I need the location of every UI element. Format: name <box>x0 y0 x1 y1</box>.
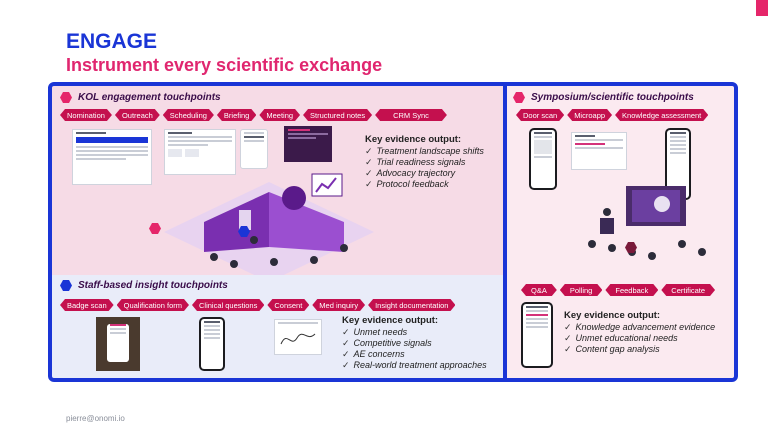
evidence-item: ✓Treatment landscape shifts <box>365 146 484 156</box>
symposium-header: Symposium/scientific touchpoints <box>513 92 694 103</box>
symposium-panel: Symposium/scientific touchpoints Door sc… <box>507 86 734 378</box>
hexagon-icon <box>149 223 161 234</box>
signature-icon <box>280 333 316 345</box>
staff-header: Staff-based insight touchpoints <box>60 280 228 291</box>
page-title: ENGAGE <box>66 30 158 53</box>
symposium-evidence-title: Key evidence output: <box>564 310 661 321</box>
hexagon-icon <box>513 92 525 103</box>
tag-crm-sync[interactable]: CRM Sync <box>375 109 447 121</box>
check-icon: ✓ <box>365 179 373 189</box>
kol-evidence: Key evidence output: ✓Treatment landscap… <box>365 134 484 190</box>
kol-tags: Nomination Outreach Scheduling Briefing … <box>60 109 447 121</box>
kol-header-label: KOL engagement touchpoints <box>78 92 221 103</box>
touchpoints-frame: KOL engagement touchpoints Nomination Ou… <box>48 82 738 382</box>
symposium-header-label: Symposium/scientific touchpoints <box>531 92 694 103</box>
tag-qualification-form[interactable]: Qualification form <box>117 299 189 311</box>
qa-phone <box>521 302 553 368</box>
check-icon: ✓ <box>342 349 350 359</box>
scheduling-screenshot <box>164 129 236 175</box>
tag-clinical-questions[interactable]: Clinical questions <box>192 299 264 311</box>
page-subtitle: Instrument every scientific exchange <box>66 55 383 75</box>
evidence-item: ✓Protocol feedback <box>365 179 449 189</box>
tag-microapp[interactable]: Microapp <box>567 109 612 121</box>
symposium-bottom-tags: Q&A Polling Feedback Certificate <box>521 284 715 296</box>
evidence-item: ✓AE concerns <box>342 349 405 359</box>
tag-structured-notes[interactable]: Structured notes <box>303 109 372 121</box>
evidence-item: ✓Unmet educational needs <box>564 333 678 343</box>
check-icon: ✓ <box>564 344 572 354</box>
kol-panel: KOL engagement touchpoints Nomination Ou… <box>52 86 503 286</box>
hexagon-icon <box>60 92 72 103</box>
tag-outreach[interactable]: Outreach <box>115 109 160 121</box>
tag-qa[interactable]: Q&A <box>521 284 557 296</box>
hexagon-icon <box>238 226 250 237</box>
badge-scan-photo <box>96 317 140 371</box>
evidence-item: ✓Real-world treatment approaches <box>342 360 487 370</box>
kol-evidence-title: Key evidence output: <box>365 134 462 145</box>
staff-evidence: Key evidence output: ✓Unmet needs ✓Compe… <box>342 315 487 371</box>
evidence-item: ✓Competitive signals <box>342 338 432 348</box>
qualification-form-phone <box>199 317 225 371</box>
tag-nomination[interactable]: Nomination <box>60 109 112 121</box>
kol-header: KOL engagement touchpoints <box>60 92 221 103</box>
evidence-item: ✓Knowledge advancement evidence <box>564 322 716 332</box>
check-icon: ✓ <box>365 146 373 156</box>
staff-header-label: Staff-based insight touchpoints <box>78 280 228 291</box>
tag-badge-scan[interactable]: Badge scan <box>60 299 114 311</box>
briefing-screenshot <box>240 129 268 169</box>
check-icon: ✓ <box>342 338 350 348</box>
tag-polling[interactable]: Polling <box>560 284 603 296</box>
crm-screenshot <box>72 129 152 185</box>
door-scan-phone <box>529 128 557 190</box>
symposium-evidence: Key evidence output: ✓Knowledge advancem… <box>564 310 715 355</box>
tag-certificate[interactable]: Certificate <box>661 284 715 296</box>
tag-feedback[interactable]: Feedback <box>605 284 658 296</box>
check-icon: ✓ <box>365 168 373 178</box>
tag-med-inquiry[interactable]: Med inquiry <box>312 299 365 311</box>
corner-accent <box>756 0 768 16</box>
tag-consent[interactable]: Consent <box>267 299 309 311</box>
staff-panel: Staff-based insight touchpoints Badge sc… <box>52 275 503 378</box>
meeting-screenshot <box>284 126 332 162</box>
tag-scheduling[interactable]: Scheduling <box>163 109 214 121</box>
tag-knowledge-assessment[interactable]: Knowledge assessment <box>615 109 708 121</box>
hexagon-icon <box>60 280 72 291</box>
tag-meeting[interactable]: Meeting <box>259 109 300 121</box>
evidence-item: ✓Advocacy trajectory <box>365 168 456 178</box>
symposium-top-tags: Door scan Microapp Knowledge assessment <box>516 109 708 121</box>
check-icon: ✓ <box>564 333 572 343</box>
check-icon: ✓ <box>342 327 350 337</box>
footer-email: pierre@onomi.io <box>66 414 125 423</box>
staff-tags: Badge scan Qualification form Clinical q… <box>60 299 455 311</box>
evidence-item: ✓Trial readiness signals <box>365 157 466 167</box>
staff-evidence-title: Key evidence output: <box>342 315 439 326</box>
tag-briefing[interactable]: Briefing <box>217 109 256 121</box>
auditorium-illustration <box>588 186 706 260</box>
tag-door-scan[interactable]: Door scan <box>516 109 564 121</box>
hexagon-icon <box>625 242 637 253</box>
evidence-item: ✓Unmet needs <box>342 327 408 337</box>
microapp-screenshot <box>571 132 627 170</box>
consent-signature-screenshot <box>274 319 322 355</box>
evidence-item: ✓Content gap analysis <box>564 344 660 354</box>
check-icon: ✓ <box>564 322 572 332</box>
check-icon: ✓ <box>342 360 350 370</box>
tag-insight-documentation[interactable]: Insight documentation <box>368 299 455 311</box>
exhibition-booth-illustration <box>164 173 374 282</box>
check-icon: ✓ <box>365 157 373 167</box>
